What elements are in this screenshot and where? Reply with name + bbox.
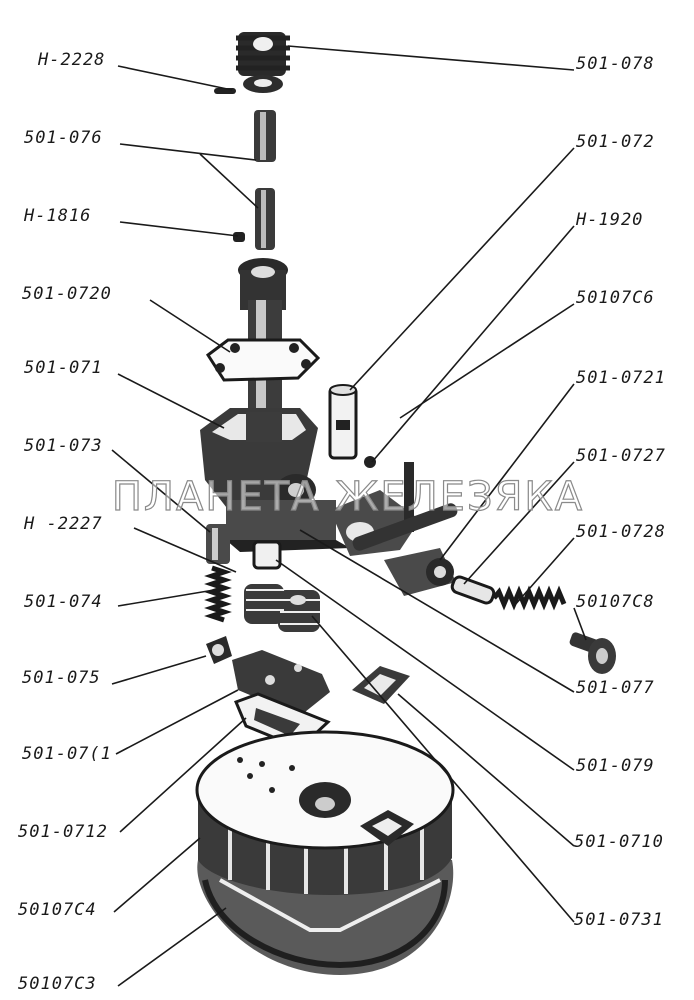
oil-strainer-part xyxy=(195,730,455,975)
part-label-501-072: 501-072 xyxy=(576,132,655,152)
pump-gears-part xyxy=(244,540,320,632)
part-label-501-0731: 501-0731 xyxy=(574,910,664,930)
part-label-501-0710: 501-0710 xyxy=(574,832,664,852)
ball-part xyxy=(364,456,376,468)
pin-part-2 xyxy=(233,232,245,242)
part-label-501-079: 501-079 xyxy=(576,756,655,776)
part-label-501-0728: 501-0728 xyxy=(576,522,666,542)
leader-lines-right xyxy=(275,45,587,923)
part-label-501-077: 501-077 xyxy=(576,678,655,698)
watermark: ПЛАНЕТА ЖЕЛЕЗЯКА xyxy=(111,473,585,520)
plunger-part xyxy=(450,575,496,605)
part-label-50107c8: 50107C8 xyxy=(576,592,655,612)
part-label-501-0711: 501-07(1 xyxy=(22,744,112,764)
pump-drawing xyxy=(195,32,616,975)
part-label-501-075: 501-075 xyxy=(22,668,101,688)
leader-lines-left xyxy=(111,65,259,987)
part-label-501-0720: 501-0720 xyxy=(22,284,112,304)
shaft-parts xyxy=(254,110,276,250)
reducing-valve-parts xyxy=(204,524,232,664)
part-label-50107c3: 50107C3 xyxy=(18,974,97,994)
part-label-501-0712: 501-0712 xyxy=(18,822,108,842)
part-label-501-0721: 501-0721 xyxy=(576,368,666,388)
part-label-h2227: H -2227 xyxy=(24,514,103,534)
part-label-h2228: H-2228 xyxy=(38,50,106,70)
part-label-501-074: 501-074 xyxy=(24,592,103,612)
part-label-h1920: H-1920 xyxy=(576,210,644,230)
valve-assembly-part xyxy=(330,462,458,596)
adjusting-plug-part xyxy=(569,632,616,674)
part-label-501-073: 501-073 xyxy=(24,436,103,456)
part-label-501-0727: 501-0727 xyxy=(576,446,666,466)
part-label-h1816: H-1816 xyxy=(24,206,92,226)
valve-sleeve-part xyxy=(328,384,358,460)
drive-gear-part xyxy=(236,32,290,93)
part-label-501-071: 501-071 xyxy=(24,358,103,378)
part-label-50107c4: 50107C4 xyxy=(18,900,97,920)
spring-part xyxy=(492,585,567,611)
pump-body-part xyxy=(200,258,350,552)
part-label-501-078: 501-078 xyxy=(576,54,655,74)
small-gasket-part xyxy=(352,666,410,704)
part-label-501-076: 501-076 xyxy=(24,128,103,148)
part-label-50107c6: 50107C6 xyxy=(576,288,655,308)
